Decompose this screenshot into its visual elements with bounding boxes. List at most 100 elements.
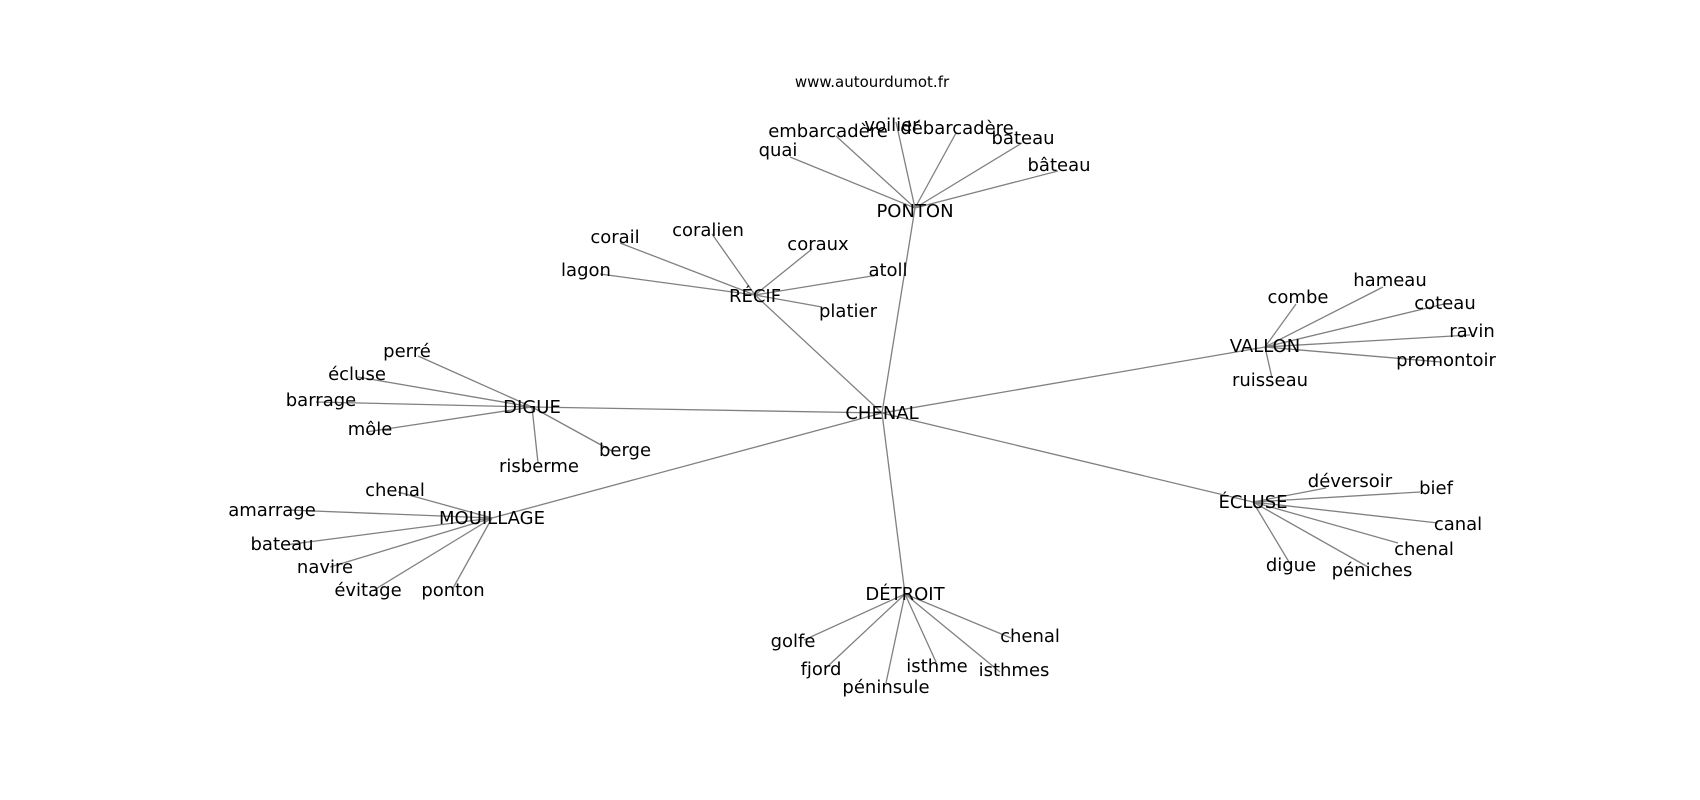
node-word-digue-barrage[interactable]: barrage xyxy=(286,390,356,411)
source-label[interactable]: www.autourdumot.fr xyxy=(795,73,950,91)
node-word-ecluse-bief[interactable]: bief xyxy=(1419,478,1454,499)
node-word-digue-risberme[interactable]: risberme xyxy=(499,456,579,477)
edge-mouillage-amarrage xyxy=(287,509,493,519)
edge-mouillage-navire xyxy=(329,517,493,568)
edge-digue-barrage xyxy=(315,401,533,408)
edge-vallon-hameau xyxy=(1264,286,1384,348)
node-word-mouillage-evitage[interactable]: évitage xyxy=(334,580,401,601)
node-word-mouillage-ponton[interactable]: ponton xyxy=(421,580,484,601)
node-word-detroit-chenal[interactable]: chenal xyxy=(1000,626,1060,647)
edge-ponton-voilier xyxy=(895,121,916,209)
node-word-mouillage-chenal[interactable]: chenal xyxy=(365,480,425,501)
edge-recif-lagon xyxy=(599,273,756,296)
node-word-recif-coraux[interactable]: coraux xyxy=(787,234,849,255)
edge-center-vallon xyxy=(881,346,1266,414)
edge-vallon-promontoir xyxy=(1264,346,1442,363)
edge-detroit-golfe xyxy=(803,593,906,641)
edge-digue-ecluse xyxy=(357,376,533,408)
node-word-recif-coralien[interactable]: coralien xyxy=(672,220,744,241)
edge-center-recif xyxy=(754,294,883,414)
node-word-recif-lagon[interactable]: lagon xyxy=(561,260,611,281)
node-word-recif-atoll[interactable]: atoll xyxy=(868,260,907,281)
edge-vallon-ravin xyxy=(1264,334,1471,348)
node-word-ponton-bateau[interactable]: bâteau xyxy=(1027,155,1090,176)
edge-mouillage-ponton xyxy=(451,517,493,591)
node-word-ecluse-deversoir[interactable]: déversoir xyxy=(1308,471,1393,492)
node-hub-ecluse[interactable]: ÉCLUSE xyxy=(1218,491,1287,513)
node-word-digue-ecluse[interactable]: écluse xyxy=(328,364,386,385)
node-word-detroit-isthmes[interactable]: isthmes xyxy=(979,660,1050,681)
node-word-detroit-isthme[interactable]: isthme xyxy=(906,656,967,677)
node-word-vallon-coteau[interactable]: coteau xyxy=(1414,293,1475,314)
edge-center-ecluse xyxy=(881,412,1254,503)
edge-ponton-quai xyxy=(789,156,916,209)
edge-recif-platier xyxy=(754,294,823,308)
node-word-mouillage-amarrage[interactable]: amarrage xyxy=(228,500,316,521)
node-hub-ponton[interactable]: PONTON xyxy=(876,201,953,222)
node-word-vallon-ravin[interactable]: ravin xyxy=(1449,321,1495,342)
edge-center-detroit xyxy=(881,412,906,595)
node-word-ecluse-peniches[interactable]: péniches xyxy=(1332,560,1413,581)
node-word-ecluse-digue[interactable]: digue xyxy=(1266,555,1316,576)
node-hub-mouillage[interactable]: MOUILLAGE xyxy=(439,508,545,529)
node-hub-detroit[interactable]: DÉTROIT xyxy=(865,583,945,605)
node-word-vallon-hameau[interactable]: hameau xyxy=(1353,270,1427,291)
node-word-ecluse-canal[interactable]: canal xyxy=(1434,514,1482,535)
graph-edges xyxy=(284,121,1471,684)
edge-recif-coraux xyxy=(754,248,813,296)
node-word-detroit-peninsule[interactable]: péninsule xyxy=(842,677,929,698)
node-word-mouillage-navire[interactable]: navire xyxy=(297,557,353,578)
edge-mouillage-evitage xyxy=(373,517,493,591)
edge-detroit-isthme xyxy=(904,593,937,663)
node-word-ponton-debarcadere[interactable]: débarcadère xyxy=(900,118,1013,139)
node-word-digue-berge[interactable]: berge xyxy=(599,440,651,461)
node-word-mouillage-bateau[interactable]: bateau xyxy=(250,534,313,555)
edge-recif-corail xyxy=(619,242,756,296)
edge-ponton-debarcadere xyxy=(914,132,957,209)
node-word-recif-platier[interactable]: platier xyxy=(819,301,878,322)
edge-digue-perre xyxy=(417,355,533,408)
edge-vallon-combe xyxy=(1264,303,1297,348)
node-word-vallon-ruisseau[interactable]: ruisseau xyxy=(1232,370,1308,391)
node-word-digue-perre[interactable]: perré xyxy=(383,341,431,362)
edge-digue-risberme xyxy=(531,406,539,464)
node-word-ponton-bateau[interactable]: bateau xyxy=(991,128,1054,149)
edge-ecluse-peniches xyxy=(1252,501,1369,568)
node-word-ponton-quai[interactable]: quai xyxy=(759,140,798,161)
edge-recif-coralien xyxy=(711,233,756,296)
node-word-recif-corail[interactable]: corail xyxy=(590,227,639,248)
edge-ecluse-deversoir xyxy=(1252,487,1327,503)
node-center[interactable]: CHENAL xyxy=(845,403,918,424)
node-word-digue-mole[interactable]: môle xyxy=(348,419,393,440)
graph-labels: www.autourdumot.fr CHENAL PONTON quaiembar… xyxy=(228,73,1496,698)
edge-detroit-isthmes xyxy=(904,593,1001,673)
edge-center-digue xyxy=(531,406,883,414)
edge-ponton-embarcadere xyxy=(835,135,916,209)
edge-detroit-chenal xyxy=(904,593,1012,639)
edge-mouillage-chenal xyxy=(397,491,493,519)
edge-center-ponton xyxy=(881,207,916,414)
node-hub-recif[interactable]: RÉCIF xyxy=(729,285,781,307)
node-word-ponton-voilier[interactable]: voilier xyxy=(864,115,920,136)
edge-ecluse-chenal xyxy=(1252,501,1399,544)
node-word-detroit-fjord[interactable]: fjord xyxy=(801,659,842,680)
edge-vallon-coteau xyxy=(1264,303,1445,348)
node-word-vallon-combe[interactable]: combe xyxy=(1268,287,1329,308)
node-word-detroit-golfe[interactable]: golfe xyxy=(771,631,816,652)
node-hub-digue[interactable]: DIGUE xyxy=(503,397,561,418)
edge-ecluse-canal xyxy=(1252,501,1439,524)
edge-digue-berge xyxy=(531,406,613,452)
edge-detroit-peninsule xyxy=(885,593,906,684)
node-word-ecluse-chenal[interactable]: chenal xyxy=(1394,539,1454,560)
edge-ponton-bateau xyxy=(914,170,1059,209)
edge-digue-mole xyxy=(365,406,533,433)
node-word-ponton-embarcadere[interactable]: embarcadère xyxy=(768,121,888,142)
node-hub-vallon[interactable]: VALLON xyxy=(1230,336,1301,357)
edge-vallon-ruisseau xyxy=(1264,346,1273,379)
edge-detroit-fjord xyxy=(826,593,906,668)
edge-center-mouillage xyxy=(491,412,883,519)
edge-mouillage-bateau xyxy=(284,517,493,546)
node-word-vallon-promontoir[interactable]: promontoir xyxy=(1396,350,1496,371)
edge-ecluse-bief xyxy=(1252,491,1421,503)
